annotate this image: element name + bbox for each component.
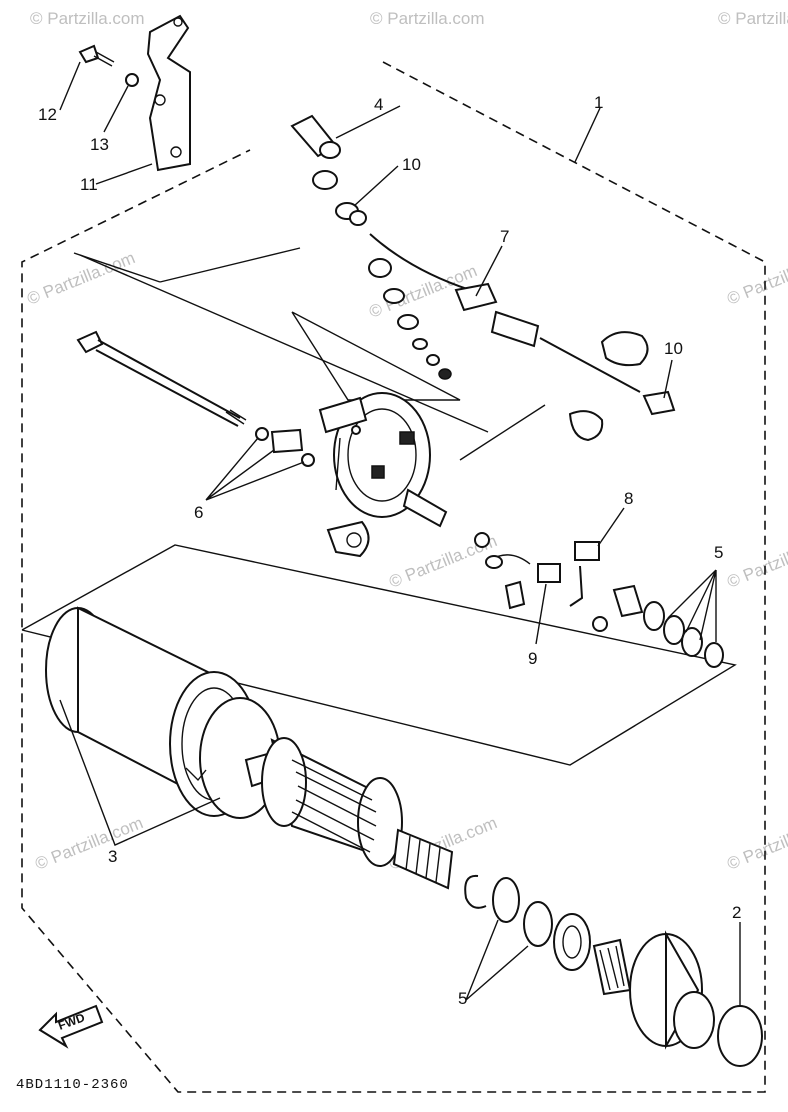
- callout-7: 7: [500, 227, 509, 246]
- assembly-outline: [21, 61, 766, 1093]
- watermark: © Partzilla.com: [24, 248, 137, 309]
- drawing-code: 4BD1110-2360: [16, 1077, 129, 1093]
- armature: [244, 737, 454, 890]
- watermark: © Partzilla.com: [370, 9, 485, 28]
- washer-set-right: [643, 569, 724, 668]
- watermark: © Partzilla.com: [724, 813, 788, 874]
- callout-10: 10: [664, 339, 683, 358]
- yoke-housing: [45, 606, 281, 846]
- mounting-bracket: [78, 14, 191, 172]
- watermark: © Partzilla.com: [718, 9, 788, 28]
- watermark: © Partzilla.com: [30, 9, 145, 28]
- through-bolts: [76, 330, 247, 427]
- callout-11: 11: [80, 175, 98, 194]
- callout-13: 13: [90, 135, 109, 154]
- callout-3: 3: [108, 847, 117, 866]
- callout-9: 9: [528, 649, 537, 668]
- callout-5: 5: [458, 989, 467, 1008]
- callout-leaders: [59, 61, 673, 645]
- callout-6: 6: [194, 503, 203, 522]
- callout-10: 10: [402, 155, 421, 174]
- callout-1: 1: [594, 93, 603, 112]
- watermark: © Partzilla.com: [724, 531, 788, 592]
- callout-12: 12: [38, 105, 57, 124]
- watermark: © Partzilla.com: [32, 813, 145, 874]
- callout-4: 4: [374, 95, 383, 114]
- end-cover: [255, 392, 604, 558]
- callout-5: 5: [714, 543, 723, 562]
- callout-numbers: 1 2 3 4 5 5 6 7 8 9 10 10 11 12 13: [38, 93, 741, 1008]
- drive-end-parts: [464, 874, 763, 1067]
- callout-8: 8: [624, 489, 633, 508]
- callout-2: 2: [732, 903, 741, 922]
- terminal-parts: [290, 114, 498, 380]
- lead-wire: [490, 310, 676, 416]
- forward-arrow: FWD: [38, 1004, 104, 1049]
- brushes: [485, 541, 644, 632]
